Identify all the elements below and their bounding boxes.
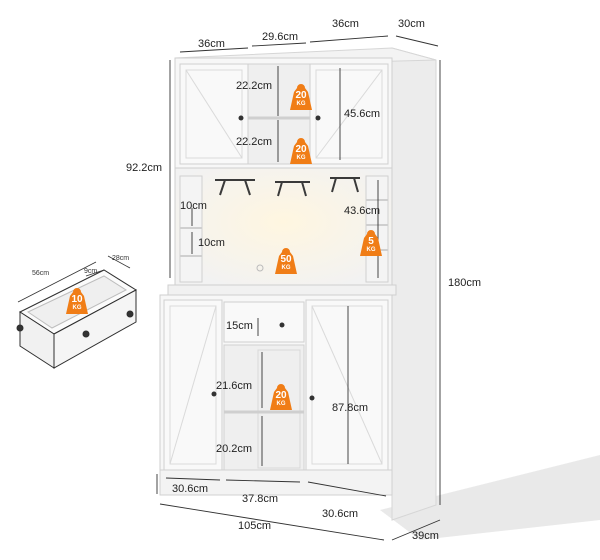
drawer-dim-depth: 28cm: [112, 255, 130, 262]
glass-rack: [215, 177, 360, 197]
dim-depth-bottom: 39cm: [412, 530, 439, 542]
base-kick: [159, 469, 393, 496]
load-badge-lower: 20 KG: [268, 384, 294, 412]
dim-lower-shelf-1: 21.6cm: [216, 380, 253, 392]
weight-icon: [270, 384, 292, 410]
right-cubbies: [365, 175, 389, 283]
dim-lower-height: 87.8cm: [332, 402, 369, 414]
drawer: [223, 301, 305, 343]
weight-icon: [290, 138, 312, 164]
dim-lower-left-door: 30.6cm: [172, 483, 209, 495]
lower-left-door: [163, 299, 223, 471]
dim-upper-shelf-2: 22.2cm: [236, 136, 273, 148]
dim-top-left-door: 36cm: [198, 38, 225, 50]
weight-icon: [360, 230, 382, 256]
dim-upper-height: 92.2cm: [126, 162, 163, 174]
dim-upper-door-height: 45.6cm: [344, 108, 381, 120]
dim-top-right-door: 36cm: [332, 18, 359, 30]
dim-total-width: 105cm: [238, 520, 272, 532]
load-badge-side: 5 KG: [358, 230, 384, 258]
dim-upper-shelf-1: 22.2cm: [236, 80, 273, 92]
load-badge-drawer: 10 KG: [64, 288, 90, 316]
dim-drawer-height: 15cm: [226, 320, 253, 332]
dim-lower-middle: 37.8cm: [242, 493, 279, 505]
dim-lower-right-door: 30.6cm: [322, 508, 359, 520]
countertop: [167, 284, 397, 296]
drawer-dim-height: 9cm: [84, 268, 98, 275]
cabinet-side-panel: [391, 47, 437, 521]
dim-total-height: 180cm: [448, 277, 482, 289]
weight-icon: [66, 288, 88, 314]
dim-depth-top: 30cm: [398, 18, 425, 30]
dim-top-middle: 29.6cm: [262, 31, 299, 43]
weight-icon: [290, 84, 312, 110]
drawer-detail: [16, 269, 137, 369]
load-badge-counter: 50 KG: [273, 248, 299, 276]
weight-icon: [275, 248, 297, 274]
drawer-dim-width: 56cm: [32, 270, 50, 277]
drawer-dimension-lines: [17, 255, 131, 303]
load-badge-upper-2: 20 KG: [288, 138, 314, 166]
floor-shadow: [380, 455, 600, 540]
dim-lower-shelf-2: 20.2cm: [216, 443, 253, 455]
dimension-lines: [156, 35, 441, 541]
dim-side-cubby-2: 10cm: [198, 237, 225, 249]
load-badge-upper-1: 20 KG: [288, 84, 314, 112]
dim-side-cubby-1: 10cm: [180, 200, 207, 212]
dim-side-shelf: 43.6cm: [344, 205, 381, 217]
